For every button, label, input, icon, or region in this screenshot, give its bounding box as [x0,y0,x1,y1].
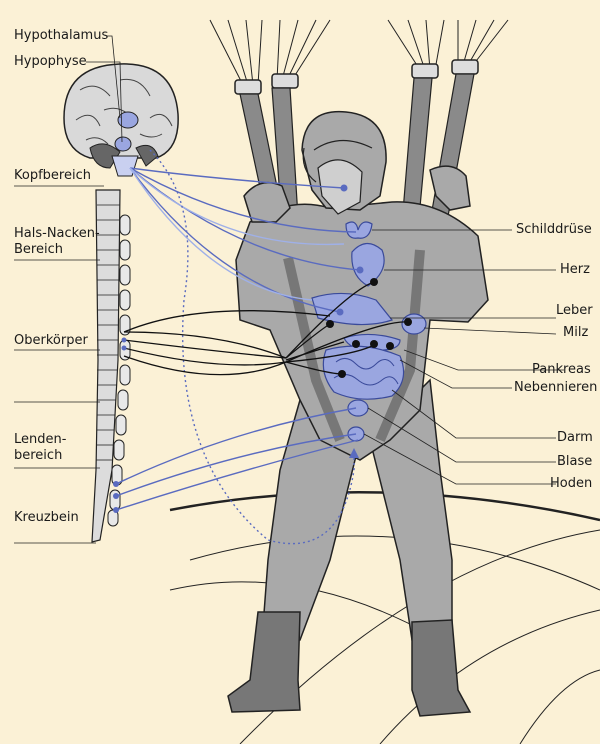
label-kopfbereich: Kopfbereich [14,168,91,183]
afferent-arrow [349,448,359,458]
label-lenden-line1: Lenden- [14,432,67,447]
label-hals-nacken-bereich: Hals-Nacken- Bereich [14,226,100,258]
label-schilddruese: Schilddrüse [516,222,592,237]
label-kreuzbein: Kreuzbein [14,510,79,525]
label-oberkoerper: Oberkörper [14,333,88,348]
intestine-coils [333,358,399,386]
bladder-organ [347,399,369,417]
skydiver-head [301,110,387,215]
thyroid-organ [345,221,373,239]
label-hoden: Hoden [550,476,593,491]
label-pankreas: Pankreas [532,362,591,377]
spinal-column [91,189,121,543]
nerve-endpoints [326,278,412,378]
label-lenden-line2: bereich [14,448,63,463]
label-hals-nacken-line1: Hals-Nacken- [14,226,100,241]
parasympathetic-endpoints [113,184,364,513]
liver-organ [311,292,394,326]
label-leader-lines [14,35,564,544]
heart-organ [351,242,385,287]
label-leber: Leber [556,303,593,318]
label-milz: Milz [563,325,589,340]
label-nebennieren: Nebennieren [514,380,598,395]
skydiver-legs [261,378,453,641]
parachute-lines [209,19,509,86]
label-hypophyse: Hypophyse [14,54,87,69]
label-herz: Herz [560,262,590,277]
parasympathetic-nerves-light [129,167,345,301]
intestine-organ [322,345,405,400]
label-lendenbereich: Lenden- bereich [14,432,66,464]
label-darm: Darm [557,430,593,445]
label-blase: Blase [557,454,593,469]
skydiver-boots [227,611,472,717]
label-hals-nacken-line2: Bereich [14,242,63,257]
label-hypothalamus: Hypothalamus [14,28,109,43]
sympathetic-nerves [123,281,409,376]
harness-buckles [234,59,479,95]
